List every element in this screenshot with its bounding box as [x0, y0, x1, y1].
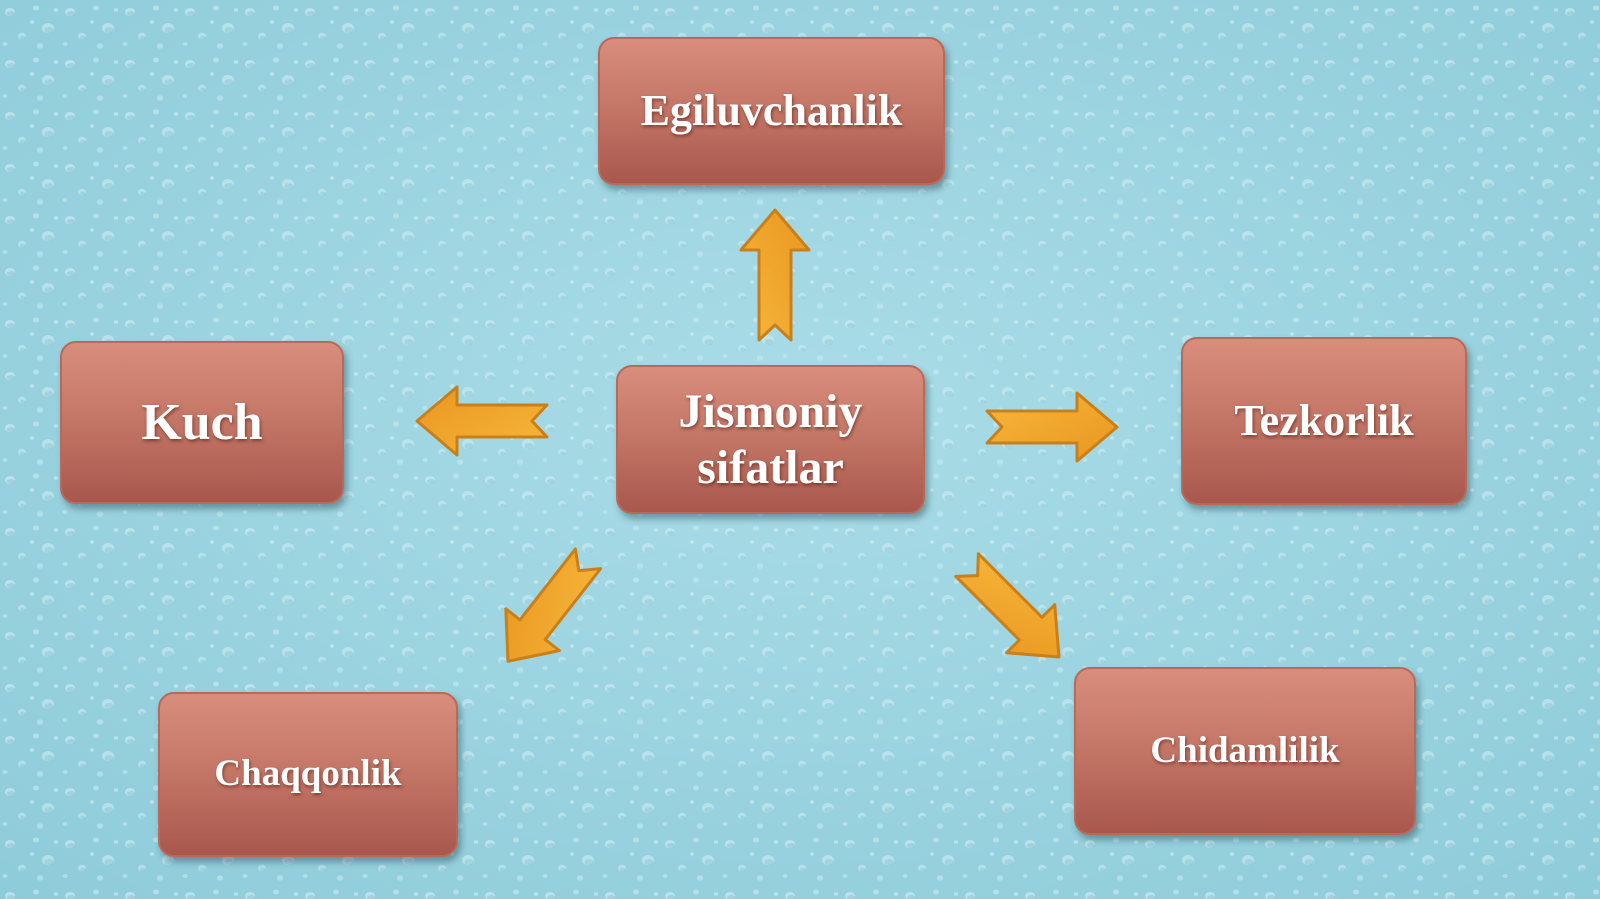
- node-center-line2: sifatlar: [697, 440, 844, 494]
- node-top: Egiluvchanlik: [598, 37, 945, 185]
- node-left: Kuch: [60, 341, 344, 504]
- node-bottom-right-label: Chidamlilik: [1150, 729, 1340, 771]
- node-center-text: Jismoniy sifatlar: [678, 384, 862, 494]
- node-bottom-right: Chidamlilik: [1074, 667, 1416, 835]
- node-right: Tezkorlik: [1181, 337, 1467, 505]
- node-top-label: Egiluvchanlik: [640, 85, 903, 135]
- node-right-label: Tezkorlik: [1234, 395, 1414, 445]
- node-bottom-left: Chaqqonlik: [158, 692, 458, 857]
- node-bottom-left-label: Chaqqonlik: [214, 753, 402, 795]
- node-center-line1: Jismoniy: [678, 385, 863, 439]
- node-center: Jismoniy sifatlar: [616, 365, 925, 514]
- node-left-label: Kuch: [141, 393, 263, 451]
